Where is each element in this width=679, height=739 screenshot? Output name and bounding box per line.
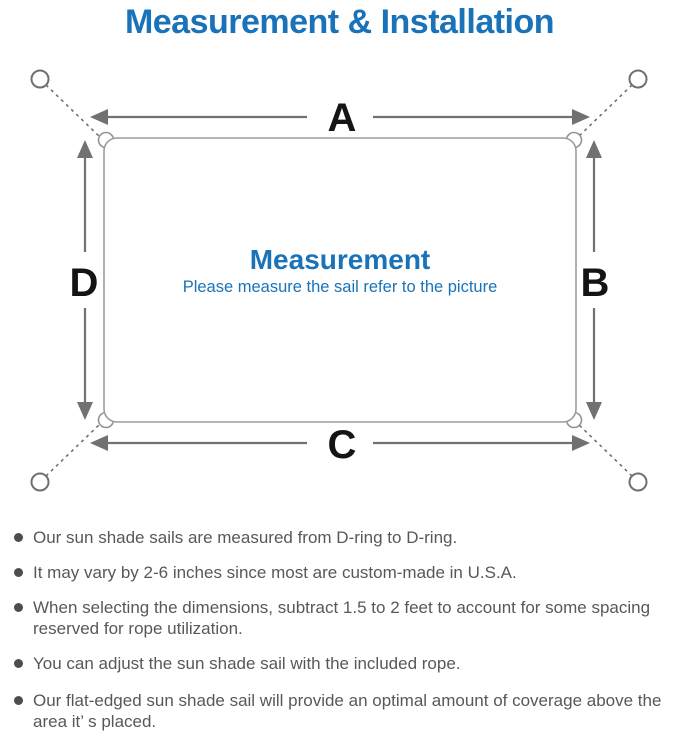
anchor-point-bottom-right-icon: [628, 472, 648, 492]
bullet-dot-icon: [14, 603, 23, 612]
note-text: You can adjust the sun shade sail with t…: [33, 654, 461, 673]
note-text: Our sun shade sails are measured from D-…: [33, 528, 458, 547]
anchor-point-bottom-left-icon: [30, 472, 50, 492]
bullet-dot-icon: [14, 568, 23, 577]
dimension-label-c: C: [328, 423, 357, 467]
measurement-diagram: A C D B Measurement Please measure the s…: [30, 69, 648, 492]
rope-line-bottom-left: [45, 422, 102, 477]
diagram-center-subtitle: Please measure the sail refer to the pic…: [183, 278, 498, 296]
rope-line-top-right: [576, 84, 633, 139]
note-text: Our flat-edged sun shade sail will provi…: [33, 691, 662, 731]
sail-rectangle: [103, 137, 577, 423]
rope-line-bottom-right: [576, 422, 633, 477]
note-text: When selecting the dimensions, subtract …: [33, 598, 651, 638]
list-item: It may vary by 2-6 inches since most are…: [14, 562, 665, 583]
bullet-dot-icon: [14, 659, 23, 668]
notes-list: Our sun shade sails are measured from D-…: [0, 527, 679, 732]
list-item: Our sun shade sails are measured from D-…: [14, 527, 665, 548]
rope-line-top-left: [45, 84, 102, 139]
anchor-point-top-left-icon: [30, 69, 50, 89]
dimension-label-a: A: [328, 96, 357, 140]
note-text: It may vary by 2-6 inches since most are…: [33, 563, 517, 582]
list-item: When selecting the dimensions, subtract …: [14, 597, 665, 639]
dimension-label-b: B: [581, 261, 610, 305]
dimension-arrow-a: [90, 109, 590, 125]
dimension-arrow-d: [77, 140, 93, 420]
anchor-point-top-right-icon: [628, 69, 648, 89]
list-item: You can adjust the sun shade sail with t…: [14, 653, 665, 674]
dimension-arrow-b: [586, 140, 602, 420]
dimension-arrow-c: [90, 435, 590, 451]
page-title: Measurement & Installation: [124, 3, 555, 41]
bullet-dot-icon: [14, 696, 23, 705]
diagram-center-title: Measurement: [250, 244, 431, 275]
bullet-dot-icon: [14, 533, 23, 542]
list-item: Our flat-edged sun shade sail will provi…: [14, 690, 665, 732]
dimension-label-d: D: [70, 261, 99, 305]
